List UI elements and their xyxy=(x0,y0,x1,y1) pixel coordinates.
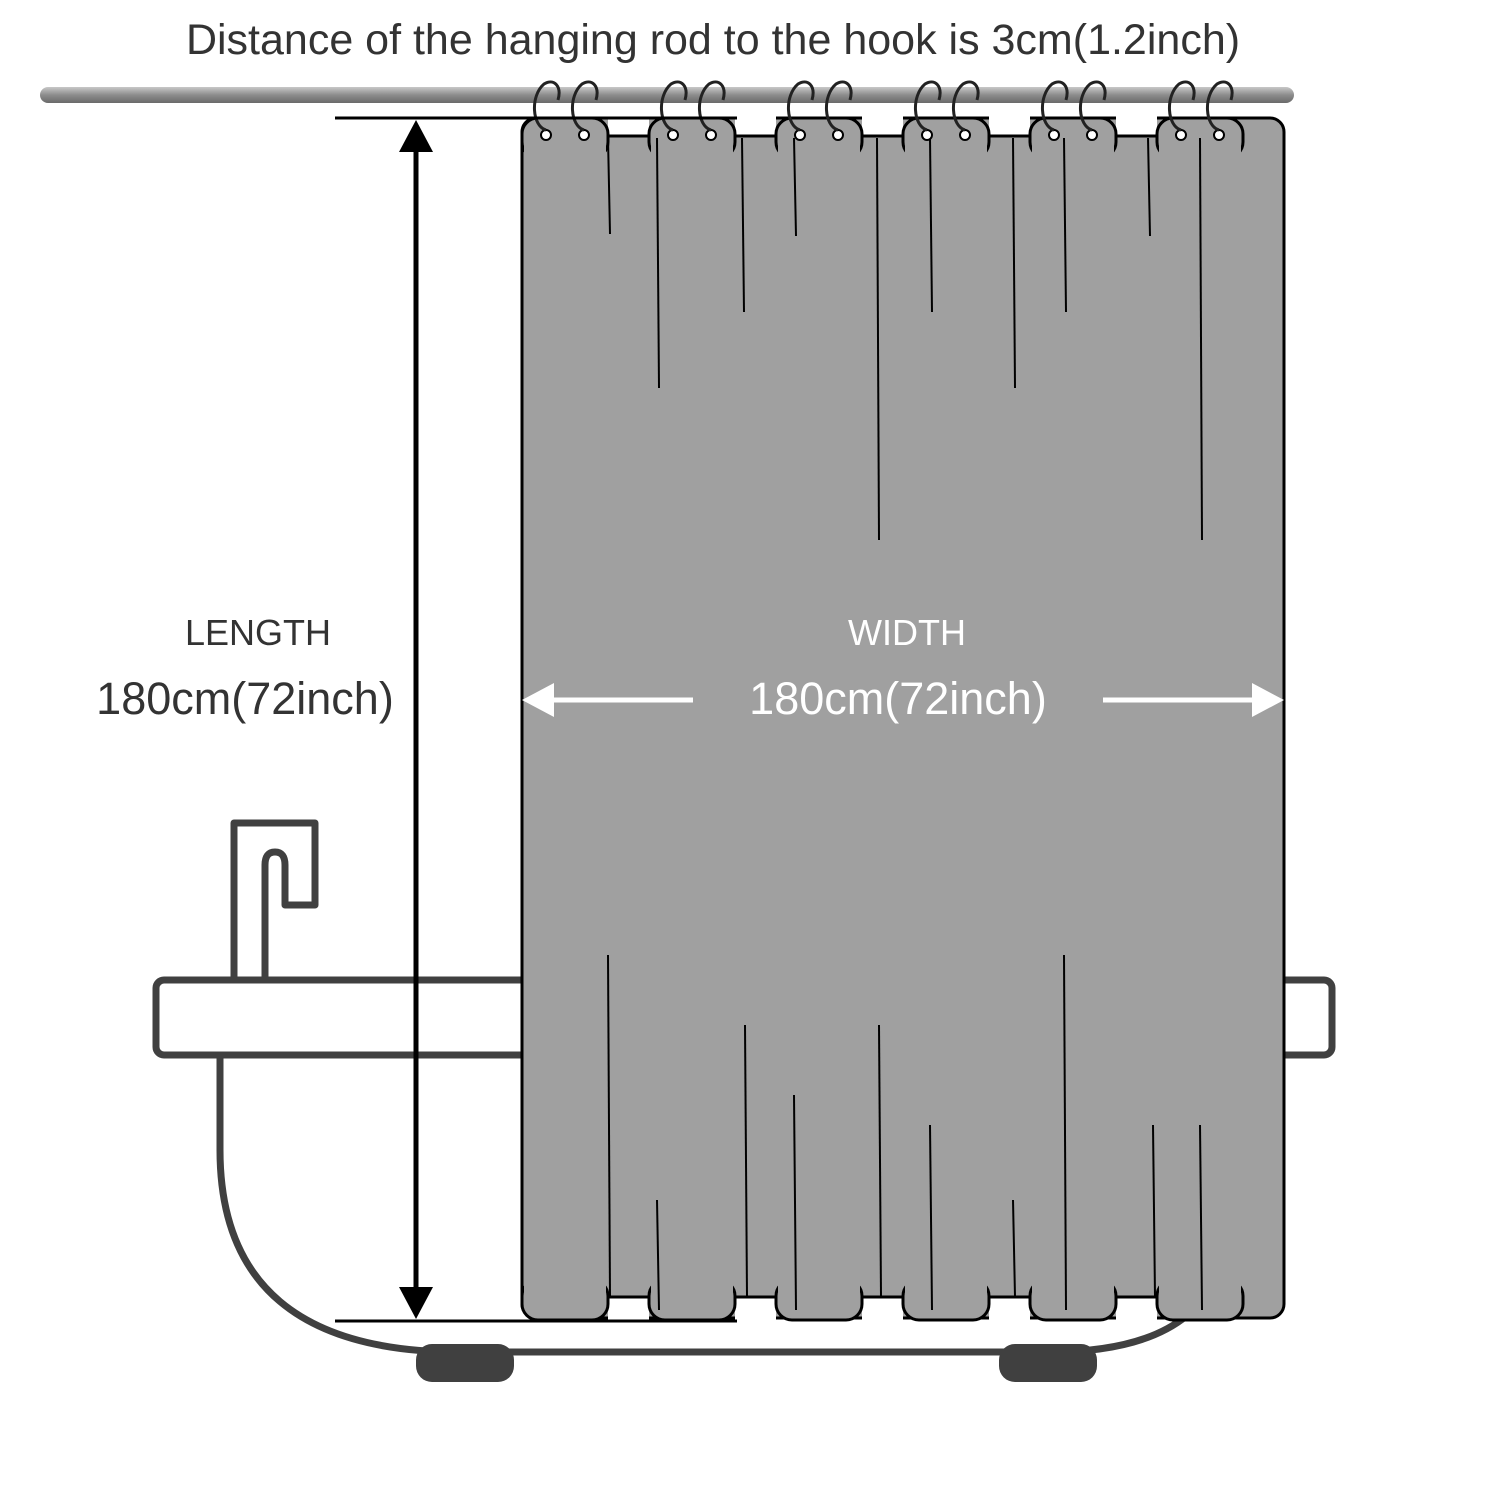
curtain-folds xyxy=(607,137,1203,1311)
curtain-top-gap xyxy=(1116,112,1157,136)
curtain-bottom-tab-fill xyxy=(651,1274,733,1298)
curtain-top-gap xyxy=(608,112,649,136)
curtain-fold-line xyxy=(1063,954,1067,1311)
curtain-ring-hook xyxy=(571,80,599,132)
curtain-fold-line xyxy=(656,1199,660,1311)
curtain-bottom-gap xyxy=(608,1297,649,1323)
curtain-bottom-edge xyxy=(520,1274,1245,1323)
curtain-top-gap xyxy=(735,112,776,136)
length-value: 180cm(72inch) xyxy=(96,673,394,724)
grommet xyxy=(1048,129,1060,141)
curtain-top-tab-fill xyxy=(524,140,606,164)
curtain-fold-line xyxy=(741,137,745,313)
length-label: LENGTH xyxy=(185,612,331,653)
curtain-ring-hook xyxy=(698,80,726,132)
curtain-ring-hook xyxy=(533,80,561,132)
curtain-fold-line xyxy=(1199,1124,1203,1311)
curtain-top-tab-fill xyxy=(651,140,733,164)
curtain-fold-line xyxy=(1012,137,1016,389)
curtain-ring-hook xyxy=(825,80,853,132)
curtain-ring-hook xyxy=(1206,80,1234,132)
curtain-fold-line xyxy=(929,137,933,313)
length-arrow-head-top xyxy=(399,120,433,152)
curtain-fold-line xyxy=(656,137,660,389)
curtain-rod xyxy=(40,87,1294,103)
width-value: 180cm(72inch) xyxy=(749,673,1047,724)
curtain-bottom-gap xyxy=(862,1297,903,1323)
curtain-top-gap xyxy=(862,112,903,136)
curtain-bottom-gap xyxy=(989,1297,1030,1323)
curtain-top-tab-fill xyxy=(905,140,987,164)
width-arrow-head-right xyxy=(1252,683,1284,717)
width-arrow-head-left xyxy=(522,683,554,717)
curtain-fold-line xyxy=(1152,1124,1156,1298)
curtain-bottom-tab-fill xyxy=(1159,1274,1241,1298)
curtain-fold-line xyxy=(793,137,797,237)
curtain-fold-line xyxy=(607,137,611,235)
width-dimension xyxy=(522,683,1284,717)
curtain-fold-line xyxy=(1012,1199,1016,1298)
grommet xyxy=(1213,129,1225,141)
curtain-top-tab-fill xyxy=(1032,140,1114,164)
grommet xyxy=(921,129,933,141)
curtain-bottom-gap xyxy=(1116,1297,1157,1323)
bathtub-foot-left xyxy=(416,1344,514,1382)
grommet xyxy=(540,129,552,141)
curtain-fold-line xyxy=(1063,137,1067,313)
grommet xyxy=(667,129,679,141)
length-arrow-head-bottom xyxy=(399,1287,433,1319)
curtain-ring-hook xyxy=(952,80,980,132)
curtain-ring-hook xyxy=(1168,80,1196,132)
curtain-bottom-tab-fill xyxy=(524,1274,606,1298)
curtain-ring-hook xyxy=(660,80,688,132)
curtain-ring-hook xyxy=(787,80,815,132)
curtain-ring-hook xyxy=(914,80,942,132)
curtain-bottom-tab-fill xyxy=(905,1274,987,1298)
faucet xyxy=(230,819,319,980)
grommet xyxy=(832,129,844,141)
bathtub-foot-right xyxy=(999,1344,1097,1382)
grommet xyxy=(1086,129,1098,141)
grommet xyxy=(959,129,971,141)
shower-curtain xyxy=(520,80,1286,1323)
length-dimension xyxy=(335,116,737,1323)
rod-distance-note: Distance of the hanging rod to the hook … xyxy=(186,16,1240,64)
curtain-fold-line xyxy=(929,1124,933,1311)
grommet xyxy=(1175,129,1187,141)
curtain-fold-line xyxy=(876,137,880,541)
curtain-bottom-tab-fill xyxy=(1032,1274,1114,1298)
curtain-fold-line xyxy=(878,1024,882,1298)
curtain-top-tab-fill xyxy=(778,140,860,164)
width-label: WIDTH xyxy=(848,612,966,653)
curtain-hooks xyxy=(533,80,1234,141)
curtain-fold-line xyxy=(793,1094,797,1311)
curtain-fold-line xyxy=(1147,137,1151,237)
curtain-fold-line xyxy=(1199,137,1203,541)
grommet xyxy=(794,129,806,141)
curtain-ring-hook xyxy=(1041,80,1069,132)
curtain-ring-hook xyxy=(1079,80,1107,132)
grommet xyxy=(705,129,717,141)
grommet xyxy=(578,129,590,141)
curtain-top-gap xyxy=(989,112,1030,136)
curtain-bottom-gap xyxy=(735,1297,776,1323)
curtain-fold-line xyxy=(744,1024,748,1298)
curtain-fold-line xyxy=(607,954,611,1298)
curtain-bottom-tab-fill xyxy=(778,1274,860,1298)
